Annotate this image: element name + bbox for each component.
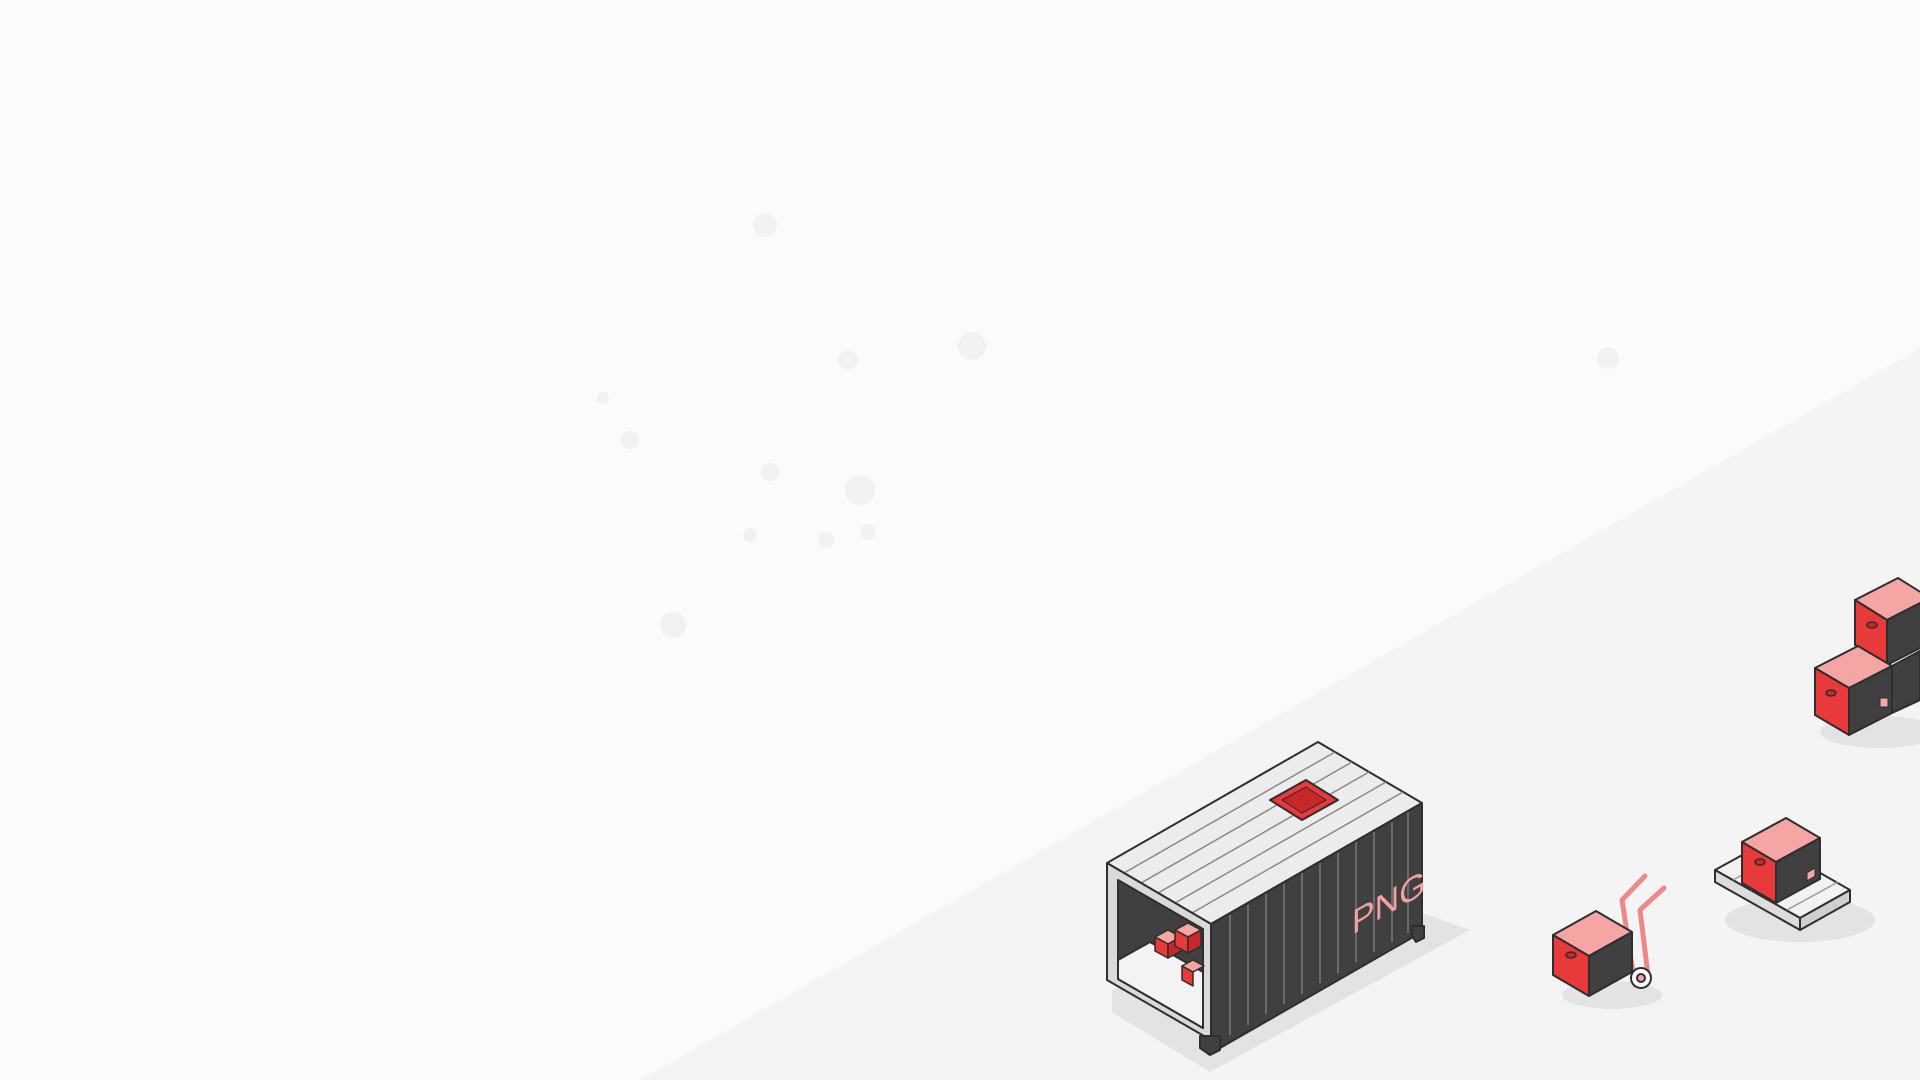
background-texture [597,213,1619,638]
roof-ridges [1123,751,1404,914]
stacked-boxes [1814,577,1920,748]
box-handle [1754,858,1766,866]
box-label [1806,867,1816,882]
box-side [1891,650,1920,714]
hand-truck [1552,873,1667,1009]
container-foot [1411,925,1425,943]
container-foot [1199,1035,1221,1056]
pallet [1714,817,1875,942]
pallet-side [1799,889,1851,931]
box-side [1588,931,1633,997]
floor-plane [640,348,1920,1080]
box-handle [1866,621,1878,629]
side-ridges [1229,812,1409,1035]
box-side [1886,601,1920,666]
box-handle [1825,689,1837,697]
container-interior-floor [1117,941,1204,1029]
box-side [1775,837,1821,904]
cargo-cubes [1154,922,1205,987]
roof-hatch-inner [1281,786,1327,814]
shipping-container: PNG [1106,741,1470,1072]
box-label [1879,697,1889,708]
box-handle [1565,951,1577,959]
